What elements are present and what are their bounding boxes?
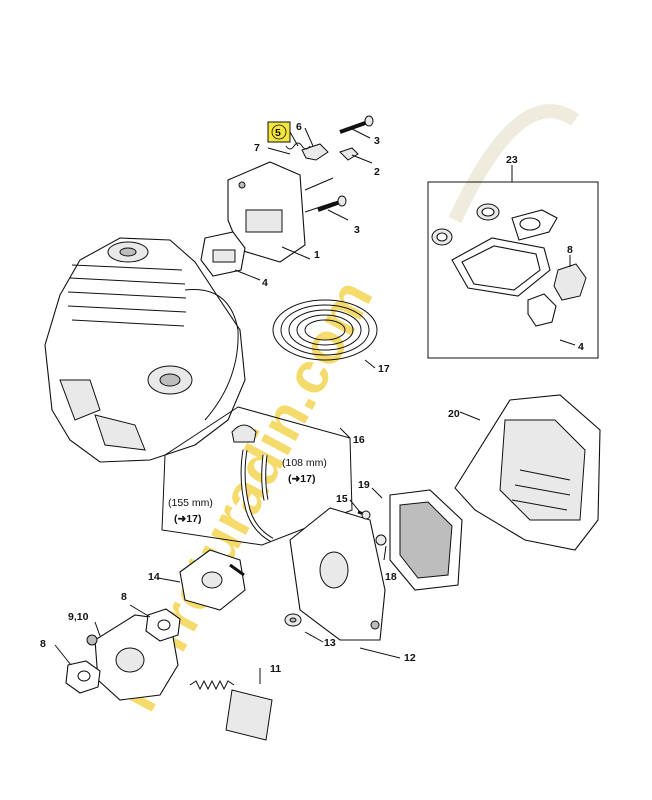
- callout-4-left: 4: [262, 277, 268, 289]
- coil-spring-17: [272, 299, 378, 361]
- callout-3-mid: 3: [354, 224, 360, 236]
- callout-6: 6: [296, 121, 302, 133]
- callout-17: 17: [378, 363, 390, 375]
- callout-18: 18: [385, 571, 397, 583]
- callout-labels: 5 6 7 3 2 3 1 4 23 8 4 17 16 20 19 15 18…: [40, 121, 584, 675]
- air-filter-cover-20: [454, 394, 601, 551]
- highlight-box-5: [267, 121, 291, 143]
- lever-6: [301, 143, 329, 161]
- spring-7: [285, 142, 311, 150]
- intake-flange-1: [227, 161, 336, 263]
- callout-1: 1: [314, 249, 320, 261]
- note-hose-long: (155 mm): [168, 497, 213, 509]
- callout-2: 2: [374, 166, 380, 178]
- hose-set-16-box: [161, 406, 353, 546]
- callout-20: 20: [448, 408, 460, 420]
- engine-cylinder: [44, 237, 246, 463]
- callout-3-top: 3: [374, 135, 380, 147]
- gasket-8-left: [65, 660, 101, 694]
- callout-12: 12: [404, 652, 416, 664]
- clip-2: [339, 147, 359, 161]
- callout-8-left: 8: [40, 638, 46, 650]
- gasket-8-center: [145, 608, 181, 642]
- intake-manifold-14: [179, 549, 246, 611]
- screw-3-top: [339, 115, 374, 134]
- note-hose-long-ref: (➜17): [174, 513, 201, 525]
- callout-11: 11: [270, 663, 281, 675]
- air-box-12: [289, 507, 386, 641]
- callout-23: 23: [506, 154, 518, 166]
- callout-8-box: 8: [567, 244, 573, 256]
- grommet-13: [284, 613, 302, 627]
- note-hose-short-ref: (➜17): [288, 473, 315, 485]
- spring-11: [189, 679, 273, 741]
- gasket-4: [200, 231, 246, 277]
- callout-9-10: 9,10: [68, 611, 89, 623]
- watermark-arc: [448, 104, 580, 223]
- callout-5: 5: [275, 127, 281, 139]
- callout-15: 15: [336, 493, 348, 505]
- screw-15: [357, 510, 371, 520]
- callout-7: 7: [254, 142, 260, 154]
- callout-16: 16: [353, 434, 365, 446]
- gasket-set-items: [431, 203, 587, 327]
- callout-14: 14: [148, 571, 160, 583]
- callout-8-center: 8: [121, 591, 127, 603]
- nut-18: [375, 534, 387, 546]
- callout-13: 13: [324, 637, 336, 649]
- gasket-set-23-box: [427, 181, 599, 359]
- air-filter-19: [389, 489, 463, 591]
- callout-4-box: 4: [578, 341, 584, 353]
- leader-lines: [54, 127, 576, 684]
- hose-notes: (108 mm) (➜17) (155 mm) (➜17): [168, 457, 327, 525]
- callout-19: 19: [358, 479, 370, 491]
- screw-3-mid: [317, 195, 347, 212]
- note-hose-short: (108 mm): [282, 457, 327, 469]
